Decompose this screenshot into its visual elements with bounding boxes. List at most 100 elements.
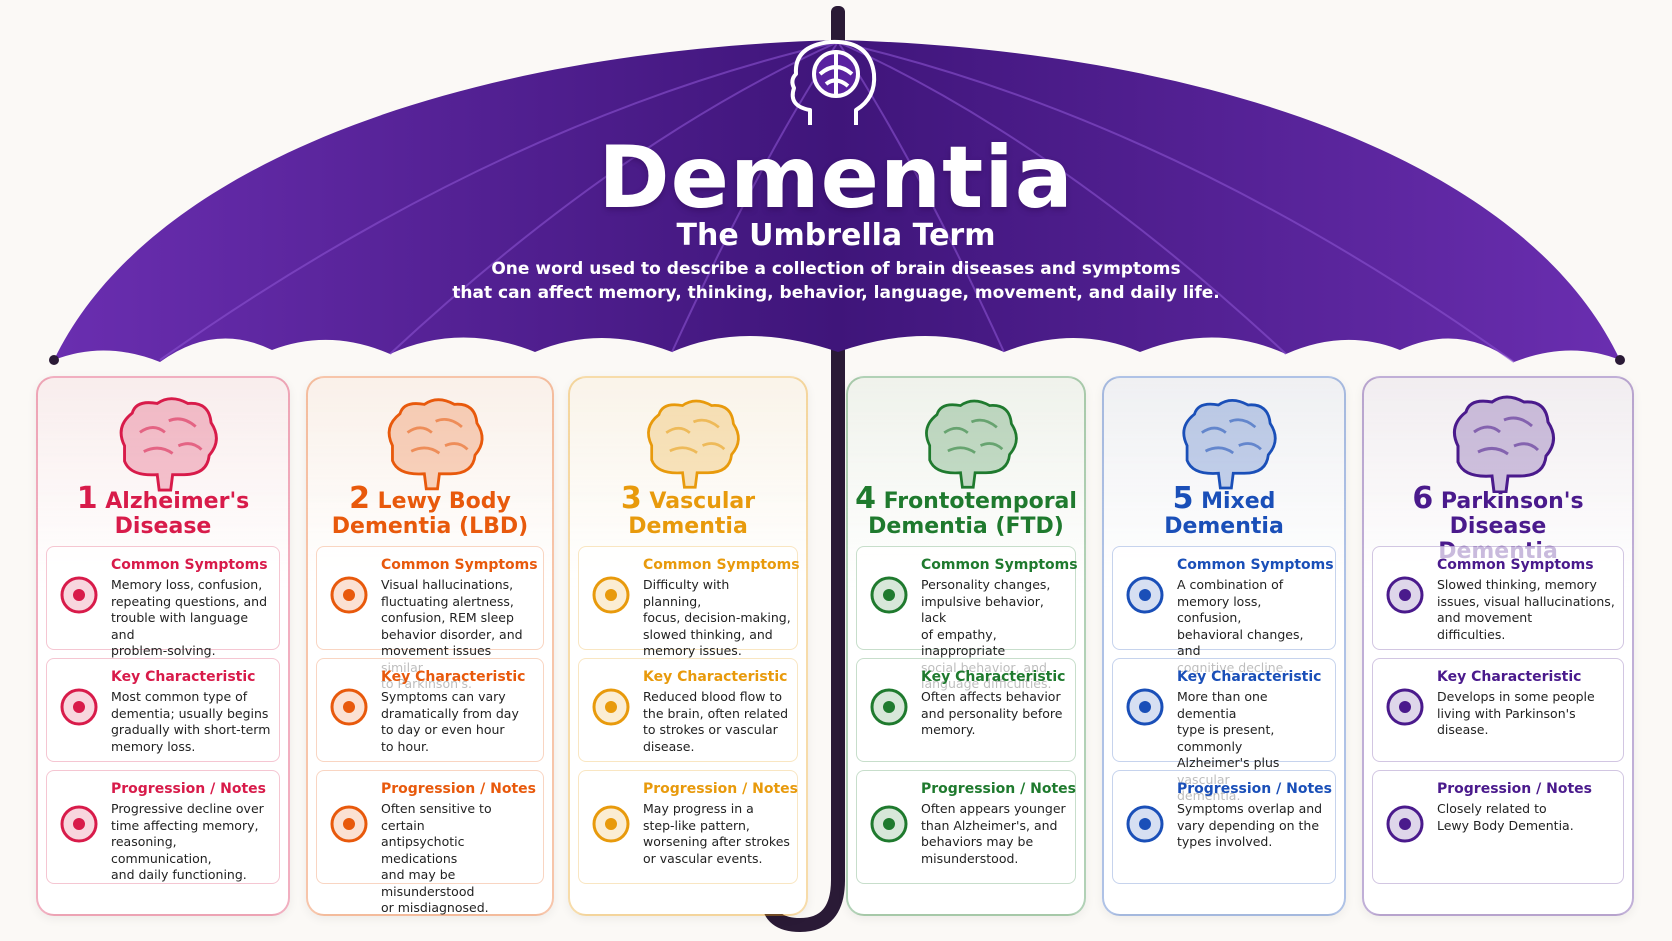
card-number: 5 <box>1172 481 1194 516</box>
section-text-line: gradually with short-term <box>111 722 271 737</box>
section-text-line: reasoning, communication, <box>111 834 212 866</box>
section-text-line: impulsive behavior, lack <box>921 593 1044 626</box>
section-text-line: memory. <box>921 722 976 737</box>
brain-icon <box>1381 683 1429 731</box>
section-text-line: or vascular events. <box>643 850 763 866</box>
section-text-line: to hour. <box>381 738 429 754</box>
section-text-line: and movement <box>1437 610 1533 625</box>
section-text-line: types involved. <box>1177 834 1273 849</box>
theater-masks-icon <box>865 683 913 731</box>
section-text-line: misunderstood. <box>921 850 1019 866</box>
section-text-line: worsening after strokes <box>643 834 790 849</box>
card-title-line-2: Disease <box>114 514 212 539</box>
brain-outline-icon <box>587 683 635 731</box>
card-number: 2 <box>349 481 370 516</box>
section-text-line: of empathy, inappropriate <box>921 626 1006 659</box>
chart-trend-icon <box>55 800 103 848</box>
section-heading: Progression / Notes <box>1437 781 1592 797</box>
description-line-1: One word used to describe a collection o… <box>491 259 1181 279</box>
section-text-line: dramatically from day <box>381 705 519 721</box>
card-title-line-2: Dementia <box>1164 514 1284 539</box>
section-text-line: antipsychotic medications <box>381 834 465 866</box>
section-text-line: to strokes or vascular <box>643 722 778 737</box>
person-icon <box>865 571 913 619</box>
section-heading: Progression / Notes <box>1177 781 1332 797</box>
eye-icon <box>325 571 373 619</box>
chain-link-icon <box>1381 800 1429 848</box>
section-text-line: and daily functioning. <box>111 867 247 882</box>
brain-vessels-icon <box>570 388 806 493</box>
card-title-line-1: Parkinson's Disease <box>1433 489 1584 539</box>
card-title-line-1: Alzheimer's <box>97 489 250 514</box>
section-heading: Key Characteristic <box>1177 669 1322 685</box>
umbrella-canopy <box>54 40 1620 362</box>
section-text-line: and may be misunderstood <box>381 867 475 899</box>
section-text-line: Slowed thinking, memory <box>1437 577 1597 592</box>
section-text-line: confusion, REM sleep <box>381 610 514 625</box>
warning-icon <box>325 800 373 848</box>
section-text-line: Often appears younger <box>921 801 1066 816</box>
section-heading: Common Symptoms <box>921 557 1078 573</box>
section-text-line: disease. <box>1437 722 1489 737</box>
section-text-line: disease. <box>643 738 695 754</box>
section-heading: Common Symptoms <box>643 557 800 573</box>
section-text-line: Develops in some people <box>1437 689 1595 704</box>
card-title-line-1: Vascular <box>641 489 756 514</box>
section-text-line: Often affects behavior <box>921 689 1061 704</box>
section-text-line: memory loss. <box>111 738 196 754</box>
question-bubble-icon <box>55 571 103 619</box>
section-text-line: Visual hallucinations, <box>381 577 514 592</box>
section-heading: Progression / Notes <box>921 781 1076 797</box>
section-text-line: Closely related to <box>1437 801 1547 816</box>
card-title-line-1: Mixed <box>1193 489 1276 514</box>
section-text-line: Reduced blood flow to <box>643 689 783 704</box>
section-heading: Common Symptoms <box>111 557 268 573</box>
card-type-6: 6 Parkinson's DiseaseDementia Common Sym… <box>1362 376 1634 916</box>
section-text-line: problem-solving. <box>111 643 216 658</box>
section-text-line: behavioral changes, and <box>1177 626 1304 659</box>
section-text-line: to day or even hour <box>381 722 505 737</box>
card-title-line-2: Dementia (LBD) <box>331 514 529 539</box>
section-text-line: living with Parkinson's <box>1437 705 1576 721</box>
section-text-line: trouble with language and <box>111 610 249 642</box>
walking-person-icon <box>1381 571 1429 619</box>
section-text-line: A combination of <box>1177 577 1284 592</box>
brain-overlap-icon <box>1104 388 1344 493</box>
people-icon <box>55 683 103 731</box>
section-text-line: Most common type of <box>111 689 248 704</box>
section-text: Difficulty with planning,focus, decision… <box>643 577 791 660</box>
section-heading: Progression / Notes <box>381 781 536 797</box>
section-text-line: focus, decision-making, <box>643 610 791 625</box>
section-text-line: and personality before <box>921 705 1063 721</box>
section-heading: Progression / Notes <box>111 781 266 797</box>
linked-rings-icon <box>1121 683 1169 731</box>
section-heading: Common Symptoms <box>1177 557 1334 573</box>
page-title: Dementia <box>598 128 1074 228</box>
section-heading: Common Symptoms <box>1437 557 1594 573</box>
section-text-line: More than one dementia <box>1177 689 1268 721</box>
brain-puzzle-icon <box>38 388 288 493</box>
calendar-icon <box>865 800 913 848</box>
card-number: 4 <box>855 481 876 516</box>
